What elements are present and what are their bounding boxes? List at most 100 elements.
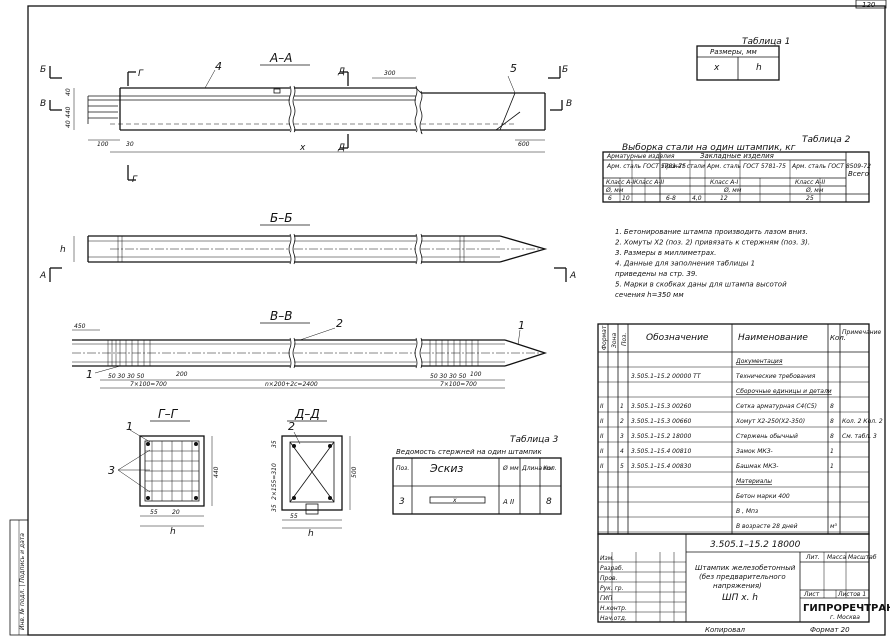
spec-h-qty: Кол. xyxy=(830,334,846,342)
spec-cell: Хомут Х2-250(Х2-350) xyxy=(735,418,805,425)
table2-vsego: Всего xyxy=(848,170,869,178)
section-gg: Г–Г 1 3 440 55 20 h xyxy=(108,407,220,537)
section-vv: В–В 2 1 450 1 50 30 30 50 50 30 30 5 xyxy=(72,309,548,389)
stamp-lit: Лит. xyxy=(805,554,820,561)
table-2: Таблица 2 Выборка стали на один штампик,… xyxy=(602,135,871,203)
label-1-vv-left: 1 xyxy=(86,368,93,381)
table3-caption: Таблица 3 xyxy=(510,435,559,445)
spec-h-note: Примечание xyxy=(842,329,881,336)
spec-h-pos: Поз. xyxy=(621,333,628,346)
table3-r-qty: 8 xyxy=(546,497,552,507)
stamp-title-line1: Штампик железобетонный xyxy=(695,564,796,572)
stamp-role: ГИП xyxy=(600,595,613,602)
dim-20-gg: 20 xyxy=(172,509,180,516)
label-2-dd: 2 xyxy=(288,420,295,433)
stamp-title-line3: напряжения) xyxy=(713,582,762,590)
spec-h-code: Обозначение xyxy=(646,333,709,343)
stamp-mass: Масса xyxy=(827,554,846,561)
section-gg-title: Г–Г xyxy=(158,407,179,421)
spec-row: В , Мпз xyxy=(598,508,869,518)
table2-v5: 4,0 xyxy=(692,195,702,202)
cut-g-top: Г xyxy=(138,69,144,79)
note-line: 4. Данные для заполнения таблицы 1 xyxy=(615,260,755,268)
table2-v1: 10 xyxy=(622,195,630,202)
spec-row: Бетон марки 400 xyxy=(598,493,869,503)
spec-row: Сборочные единицы и детали xyxy=(598,388,869,398)
spec-cell: 2 xyxy=(620,418,624,425)
stamp-scale: Масштаб xyxy=(848,554,877,561)
spec-cell: 3.505.1–15.4 00830 xyxy=(631,463,691,470)
dim-small-left: 50 30 30 50 xyxy=(108,373,144,380)
table-1: Таблица 1 Размеры, мм x h xyxy=(696,37,790,81)
spec-cell: II xyxy=(600,448,604,455)
spec-cell: Башмак МКЗ- xyxy=(736,463,778,470)
stamp-sheet: Лист xyxy=(803,591,820,598)
stamp-format: Формат 20 xyxy=(810,626,850,634)
spec-cell: 3.505.1–15.4 00810 xyxy=(631,448,691,455)
cut-a-left: А xyxy=(39,271,46,281)
dim-small-right: 50 30 30 50 xyxy=(430,373,466,380)
dim-30: 30 xyxy=(126,141,134,148)
dim-h-bb: h xyxy=(60,245,66,255)
dim-100: 100 xyxy=(97,141,109,148)
spec-cell: 4 xyxy=(620,448,624,455)
section-aa: А–А 4 5 xyxy=(40,51,572,185)
stamp-city: г. Москва xyxy=(830,614,860,621)
spec-cell: В возрасте 28 дней xyxy=(736,523,798,530)
spec-cell: 3.505.1–15.3 00260 xyxy=(631,403,691,410)
dim-500-dd: 500 xyxy=(351,466,358,478)
sheet-frame xyxy=(27,5,886,636)
label-1-vv: 1 xyxy=(518,319,525,332)
spec-cell: Стержень обычный xyxy=(736,433,798,440)
stamp-copied: Копировал xyxy=(705,626,746,634)
section-bb: Б–Б h А А xyxy=(39,211,576,282)
stamp-sheets: Листов 1 xyxy=(837,591,866,598)
table1-col-x: x xyxy=(713,63,720,73)
page-number: 120 xyxy=(862,1,876,9)
table3-h-len: Длина мм xyxy=(521,465,553,472)
spec-cell: II xyxy=(600,433,604,440)
table2-v8: 25 xyxy=(806,195,814,202)
spec-cell: 1 xyxy=(620,403,624,410)
note-line: 1. Бетонирование штампа производить лазо… xyxy=(615,228,808,236)
table3-h-sketch: Эскиз xyxy=(429,462,464,475)
dim-100-vv: 100 xyxy=(470,371,482,378)
table2-sub-d2: Ø, мм xyxy=(723,187,742,194)
note-line: 5. Марки в скобках даны для штампа высот… xyxy=(615,281,787,289)
spec-cell: Сборочные единицы и детали xyxy=(736,388,832,395)
dim-450: 450 xyxy=(74,323,86,330)
dim-h-gg: h xyxy=(170,527,176,537)
cut-v-right: В xyxy=(566,99,572,109)
spec-cell: См. табл. 3 xyxy=(842,433,877,440)
note-line: 2. Хомуты Х2 (поз. 2) привязать к стержн… xyxy=(615,239,810,247)
table2-caption: Таблица 2 xyxy=(802,135,851,145)
table2-title: Выборка стали на один штампик, кг xyxy=(622,143,796,153)
table-3: Таблица 3 Ведомость стержней на один шта… xyxy=(392,435,562,515)
spec-row: Документация xyxy=(598,358,869,368)
table2-sub-d3: Ø, мм xyxy=(805,187,824,194)
label-5: 5 xyxy=(510,62,517,75)
table2-steel-left: Арм. сталь ГОСТ 5781-75 xyxy=(606,163,686,170)
spec-row: Материалы xyxy=(598,478,869,488)
table3-r-d: A II xyxy=(502,498,514,506)
table1-header: Размеры, мм xyxy=(710,48,758,56)
stamp-role: Н.контр. xyxy=(600,605,627,612)
cut-a-right: А xyxy=(569,271,576,281)
spec-cell: Бетон марки 400 xyxy=(736,493,790,500)
spec-cell: 8 xyxy=(830,418,834,425)
spec-cell: Кол. 2 Кол. 2 xyxy=(842,418,883,425)
spec-cell: Материалы xyxy=(736,478,772,485)
table2-group-left: Арматурные изделия xyxy=(606,153,675,160)
table1-col-h: h xyxy=(756,63,762,73)
dim-300: 300 xyxy=(384,70,396,77)
side-stamp-text: Инв. № подл. | Подпись и дата xyxy=(19,533,26,630)
page-number-box xyxy=(855,0,887,9)
spec-h-format: Формат xyxy=(601,325,608,350)
table2-class-a2: Класс А-II xyxy=(634,179,664,186)
table3-h-pos: Поз. xyxy=(396,465,409,472)
label-3-gg: 3 xyxy=(108,464,115,477)
